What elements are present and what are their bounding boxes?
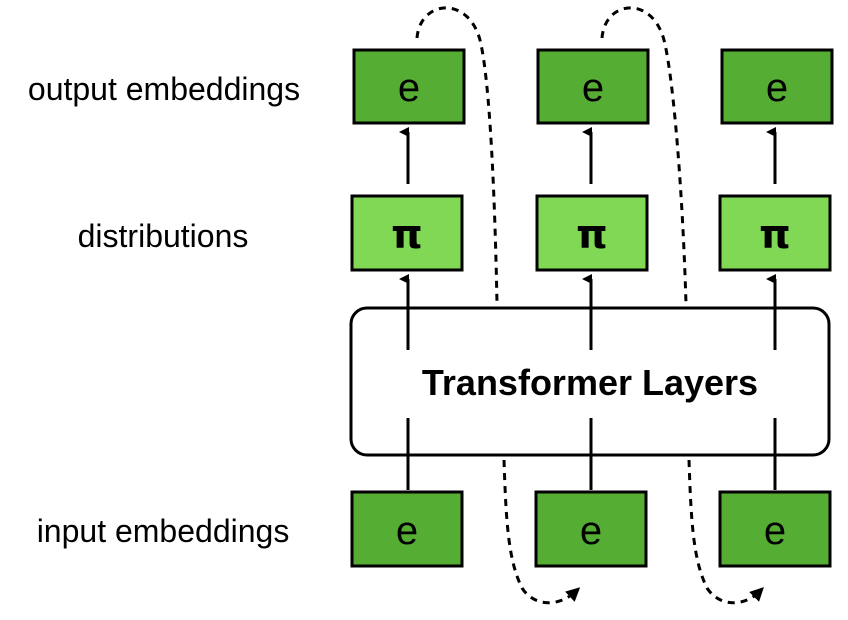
output-embedding-symbol: e — [398, 66, 420, 110]
output-embedding-2: e — [536, 48, 650, 125]
label-distributions: distributions — [78, 218, 249, 254]
feedback-path-2-lower — [687, 459, 764, 605]
output-embedding-symbol: e — [766, 66, 788, 110]
input-embedding-3: e — [718, 490, 832, 568]
distribution-3: π — [718, 194, 832, 272]
output-embedding-symbol: e — [582, 66, 604, 110]
distribution-2: π — [535, 194, 649, 272]
distribution-symbol: π — [576, 212, 608, 258]
feedback-path-1-upper — [415, 6, 499, 305]
input-embedding-symbol: e — [396, 509, 418, 553]
transformer-layers-label: Transformer Layers — [422, 362, 758, 403]
distribution-1: π — [350, 194, 464, 272]
distribution-symbol: π — [391, 212, 423, 258]
distribution-symbol: π — [759, 212, 791, 258]
label-output-embeddings: output embeddings — [28, 71, 300, 107]
input-embedding-symbol: e — [764, 509, 786, 553]
input-embedding-1: e — [350, 490, 464, 568]
input-embedding-2: e — [534, 490, 648, 568]
feedback-path-2-upper — [600, 6, 688, 305]
input-embedding-symbol: e — [580, 509, 602, 553]
feedback-path-1-lower — [502, 459, 581, 605]
label-input-embeddings: input embeddings — [37, 513, 290, 549]
output-embedding-1: e — [352, 48, 466, 125]
output-embedding-3: e — [720, 48, 834, 125]
